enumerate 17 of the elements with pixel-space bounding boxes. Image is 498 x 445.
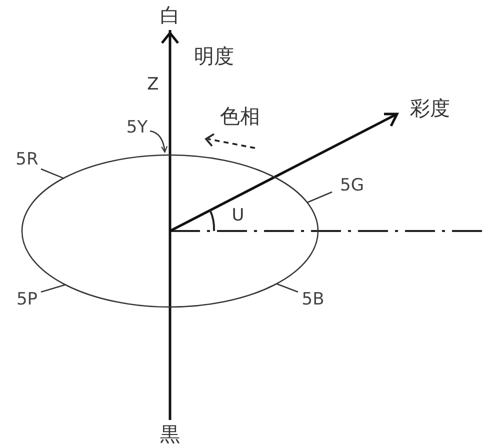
axis-label: 彩度 (410, 98, 450, 118)
axis-label: Z (147, 76, 159, 94)
hue-label: 5R (16, 152, 38, 168)
hue-label: 5G (340, 178, 364, 194)
axis-label: 明度 (194, 46, 234, 66)
leader-line (150, 130, 168, 153)
leader-line (40, 168, 64, 179)
axis-label: 白 (160, 5, 180, 25)
leader-line (276, 283, 298, 293)
axis-label: 色相 (220, 106, 260, 126)
axis-label: U (232, 208, 244, 224)
hue-label: 5P (16, 292, 38, 308)
hue-label: 5Y (126, 120, 148, 136)
hue-label: 5B (302, 292, 324, 308)
axis-label: 黒 (160, 424, 180, 444)
leader-line (306, 191, 332, 204)
leader-line (40, 284, 66, 293)
